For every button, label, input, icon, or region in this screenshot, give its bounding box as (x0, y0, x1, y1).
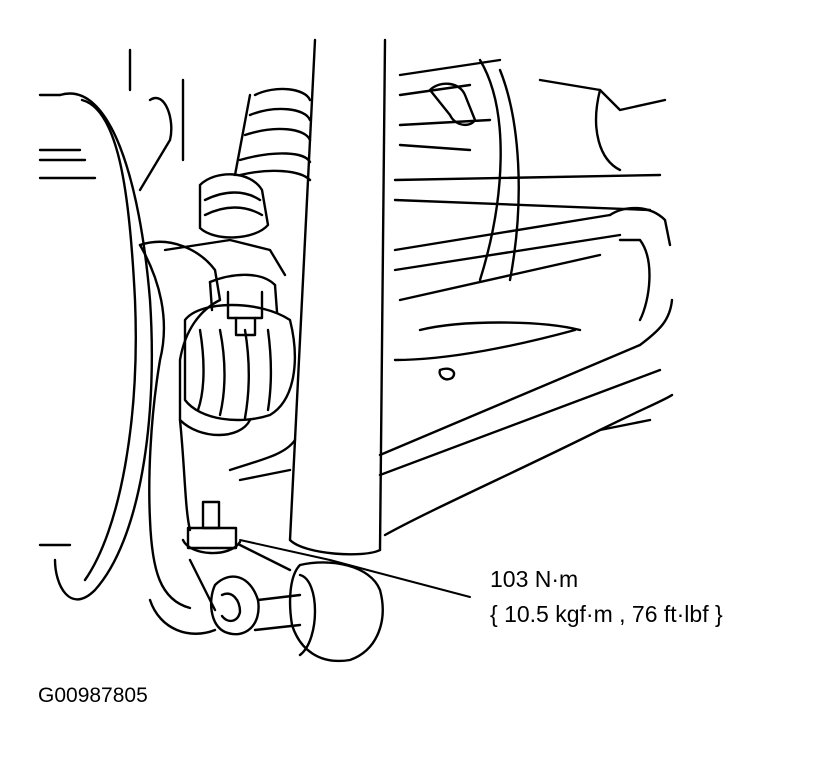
steering-knuckle (138, 238, 287, 635)
callout-leader (239, 539, 471, 598)
lower-control-arm (228, 298, 674, 537)
stabilizer-bar (393, 173, 672, 322)
figure-id-label: G00987805 (38, 684, 148, 707)
stabilizer-link (181, 500, 384, 663)
tie-rod-end (183, 173, 296, 422)
shock-absorber (288, 38, 387, 556)
torque-alternate-units-label: { 10.5 kgf·m , 76 ft·lbf } (490, 601, 723, 627)
brake-rotor (38, 48, 154, 601)
rack-boot (138, 78, 312, 192)
frame-background (398, 58, 667, 332)
torque-value-label: 103 N·m (490, 566, 579, 592)
